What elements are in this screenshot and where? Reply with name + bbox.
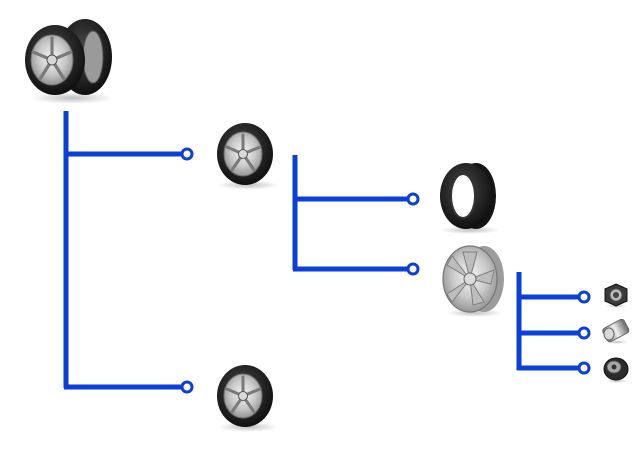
- lug-nut-icon: [604, 283, 628, 308]
- connector-endpoint: [577, 326, 591, 340]
- lug-bolt-icon: [603, 357, 629, 383]
- wheel-icon: [215, 121, 280, 192]
- rim-icon: [442, 245, 504, 317]
- connector-endpoint: [406, 262, 420, 276]
- connector-endpoint: [406, 192, 420, 206]
- connector-endpoint: [577, 361, 591, 375]
- tire-icon: [440, 163, 500, 234]
- wheel-pair-icon: [25, 19, 114, 104]
- connector-endpoint: [180, 380, 194, 394]
- valve-stem-icon: [602, 318, 630, 344]
- connector-endpoint: [577, 290, 591, 304]
- wheel-icon: [215, 363, 280, 434]
- connector-endpoint: [180, 147, 194, 161]
